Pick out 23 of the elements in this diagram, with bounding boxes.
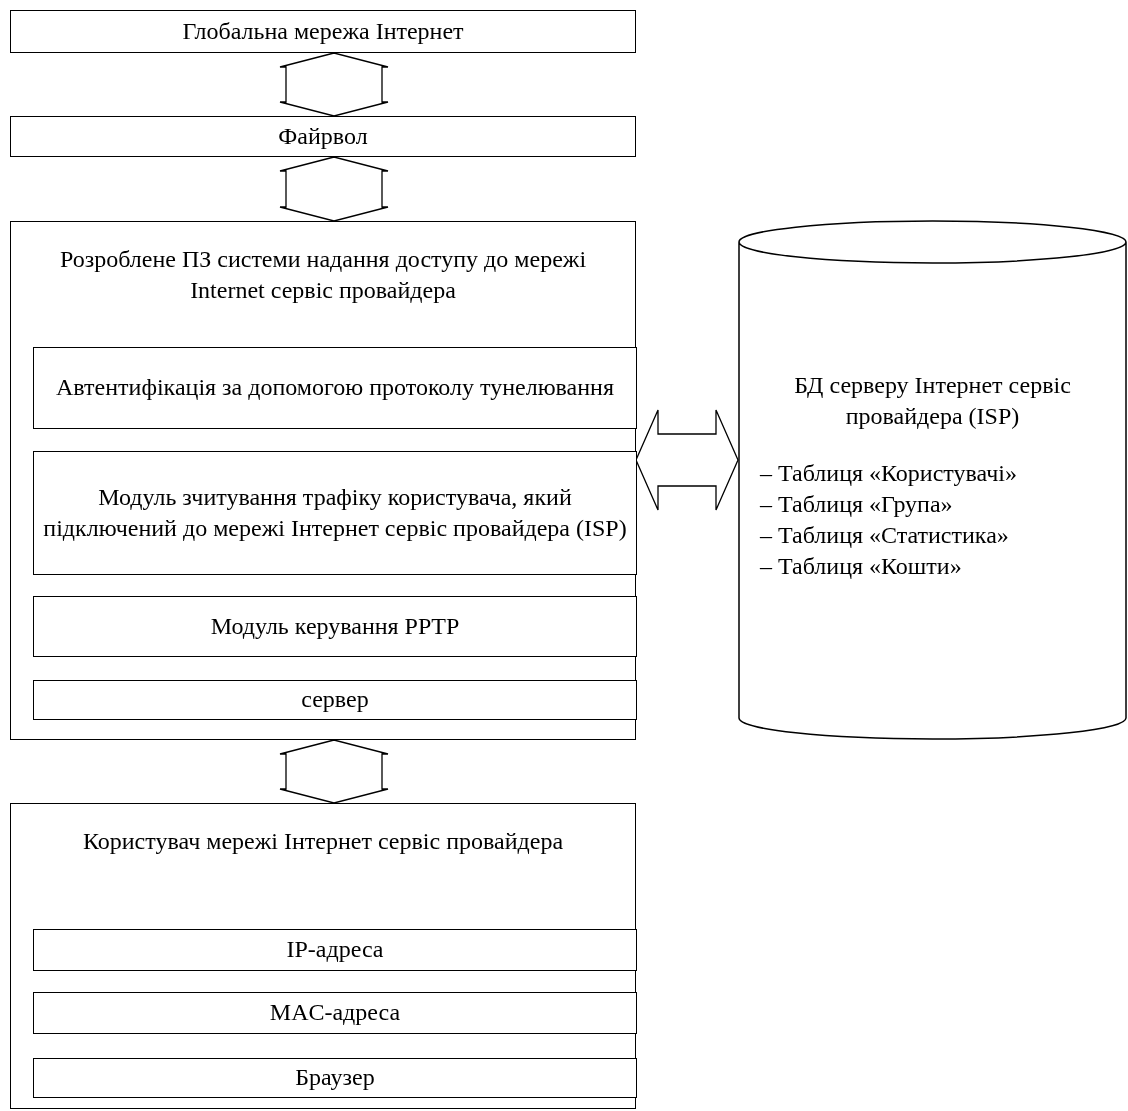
double-block-arrow <box>279 156 389 222</box>
double-block-arrow <box>279 52 389 117</box>
module-box: Браузер <box>33 1058 637 1098</box>
container-heading: Розроблене ПЗ системи надання доступу до мережі Internet сервіс провайдера <box>58 245 588 306</box>
container-heading: Користувач мережі Інтернет сервіс провайдера <box>81 827 565 856</box>
module-box: IP-адреса <box>33 929 637 971</box>
layer-box: Глобальна мережа Інтернет <box>10 10 636 53</box>
module-box: Модуль керування PPTP <box>33 596 637 657</box>
table-list-item: – Таблиця «Група» <box>760 490 953 519</box>
table-list-item: – Таблиця «Кошти» <box>760 552 962 581</box>
container-box <box>10 803 636 1109</box>
module-box: Модуль зчитування трафіку користувача, який підключений до мережі Інтернет сервіс провайдера (ISP) <box>33 451 637 575</box>
database-title: БД серверу Інтернет сервіс провайдера (ISP) <box>793 371 1072 432</box>
table-list-item: – Таблиця «Статистика» <box>760 521 1009 550</box>
double-block-arrow <box>635 409 739 511</box>
database-cylinder <box>738 220 1127 740</box>
module-box: Автентифікація за допомогою протоколу тунелювання <box>33 347 637 429</box>
double-block-arrow <box>279 739 389 804</box>
module-box: сервер <box>33 680 637 720</box>
container-box <box>10 221 636 740</box>
table-list-item: – Таблиця «Користувачі» <box>760 459 1017 488</box>
layer-box: Файрвол <box>10 116 636 157</box>
module-box: MAC-адреса <box>33 992 637 1034</box>
